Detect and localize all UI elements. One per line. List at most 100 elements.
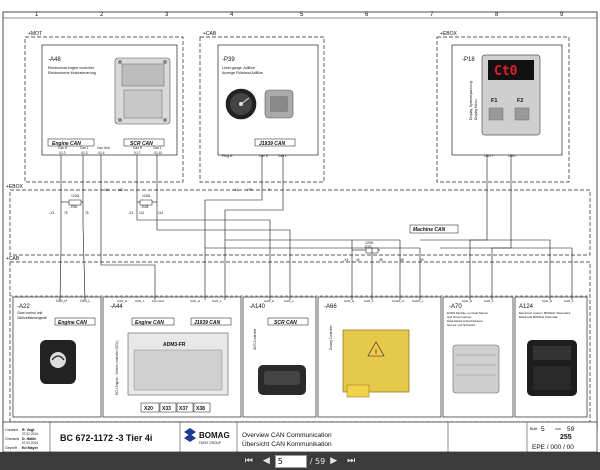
area-label: +MOT <box>28 31 42 37</box>
connector-pin: 279 <box>247 188 253 192</box>
next-page-button[interactable]: ▶ <box>330 456 338 466</box>
can-label-engine: Engine CAN <box>52 141 81 147</box>
pin-signal: Can L <box>153 146 162 150</box>
can-tag <box>190 317 232 326</box>
pin-conn: X1.10 <box>154 151 163 155</box>
can-label-j1939: J1939 CAN <box>259 141 286 147</box>
ref-a44: -A44 <box>110 304 123 310</box>
ref-a70: -A70 <box>449 304 462 310</box>
block-p18-frame <box>436 36 570 183</box>
sheet-number: 5 <box>541 426 545 433</box>
area-label: +CAB <box>6 256 20 262</box>
pin-conn: X1.2 <box>59 151 66 155</box>
pin-signal: CAN2_H <box>392 299 404 303</box>
document-ref: EPE / 000 / 00 <box>532 444 574 451</box>
can-overview-diagram: 1 2 3 4 5 6 7 8 9 +MOT -A48 Electronical… <box>2 11 598 452</box>
engine-controller-image <box>114 57 171 125</box>
created-date: 07.02.2014 <box>22 432 38 436</box>
pin-signal: CAN_H <box>264 299 274 303</box>
title-german: Übersicht CAN Kommunikation <box>242 440 332 448</box>
connector-ref: -X1 <box>128 211 134 215</box>
pin-signal: CAN_L <box>364 299 374 303</box>
connector-pin: 113 <box>139 211 144 215</box>
connector-pin: 9 <box>268 188 270 192</box>
bomag-logo-mark <box>184 434 196 442</box>
desc-a48-de: Elektronische Motorsteuerung <box>48 71 96 75</box>
can-tag <box>54 317 96 326</box>
connector-label: X20 <box>144 406 153 412</box>
pin-signal: CAN - <box>508 154 517 158</box>
a48-pins: Can H Can L Can Gnd Can H Can L X1.2 X1.… <box>58 146 163 155</box>
pin-conn: X1.4 <box>98 151 105 155</box>
sheet-label: Blatt <box>530 427 537 431</box>
desc-p39-en: Level gauge, AdBlue <box>222 66 255 70</box>
display-readout: Ct0 <box>494 64 518 79</box>
bomag-logo-mark <box>184 428 196 436</box>
pin-signal: CAN_H <box>462 299 472 303</box>
connector-pin: 44 <box>356 258 360 262</box>
page-total: / 59 <box>309 456 326 466</box>
desc-p18-de: Display Menu <box>474 99 478 120</box>
pin-signal: CAN_H <box>56 299 68 303</box>
component-a124 <box>514 296 588 418</box>
created-label: Created <box>5 428 18 432</box>
desc-a22-en: Glow control unit <box>17 311 42 315</box>
desc-a140: SCR-Controller <box>253 327 257 350</box>
model-title: BC 672-1172 -3 Tier 4i <box>60 433 152 443</box>
chip-label: ADM3-FR <box>163 342 186 348</box>
desc-a124: Elektronik BOMAG Telematik <box>519 315 558 319</box>
pin-signal: CAN_H <box>542 299 552 303</box>
created-by: R. Vogt <box>22 428 35 432</box>
resistor-value: 120Ω <box>71 194 80 198</box>
ref-a22: -A22 <box>17 304 30 310</box>
grid-num: 3 <box>165 12 169 18</box>
area-label: +EBOX <box>440 31 457 37</box>
last-page-button[interactable]: ⏭ <box>347 456 356 466</box>
can-tag <box>47 138 95 147</box>
grid-num: 2 <box>100 12 104 18</box>
desc-p18-en: Display, Systemspannung <box>469 81 473 120</box>
can-tag <box>131 317 175 326</box>
can-tag <box>409 224 459 234</box>
f1-key-label: F1 <box>491 98 497 104</box>
pin-signal: CAN2_L <box>412 299 424 303</box>
ref-a140: -A140 <box>249 304 266 310</box>
sheet-total: 59 <box>567 426 575 433</box>
can-wiring <box>59 155 573 301</box>
desc-a48-en: Electronical engine controller <box>48 66 95 70</box>
first-page-button[interactable]: ⏮ <box>244 456 253 466</box>
connector-pin: 114 <box>158 211 163 215</box>
cab-pin-labels: CAN_H CAN_L Can Gnd CAN_H CAN_L CAN_H CA… <box>117 299 574 303</box>
component-p18 <box>451 44 563 156</box>
pin-signal: CAN_L <box>484 299 494 303</box>
connector-pin: 111 <box>104 188 109 192</box>
previous-page-button[interactable]: ◀ <box>262 456 270 466</box>
connector-pin: 45 <box>379 258 383 262</box>
plug-label: Plug A <box>222 154 233 158</box>
pin-signal: CAN_L <box>135 299 145 303</box>
desc-a66: Dosing Controller <box>329 324 333 350</box>
component-a22 <box>12 296 102 418</box>
pin-signal: Can H <box>133 146 143 150</box>
vehicle-controller-image: ADM3-FR <box>127 332 229 396</box>
page-number: 255 <box>560 434 572 441</box>
ref-a66: -A66 <box>324 304 337 310</box>
checked-label: Checked <box>5 437 19 441</box>
desc-a70: Data Modul Antischiebeteil <box>447 319 483 323</box>
approved-label: Geprüft <box>5 446 17 450</box>
title-block: Created R. Vogt 07.02.2014 Checked D. Ha… <box>2 421 598 452</box>
resistor-ref: -R30 <box>70 205 77 209</box>
connector-pin: 75 <box>64 211 68 215</box>
page-number-input[interactable] <box>274 454 307 468</box>
component-a70 <box>442 296 514 418</box>
component-a48 <box>41 44 178 156</box>
scr-controller-image <box>258 365 306 395</box>
area-label: +CAB <box>203 31 217 37</box>
grid-num: 1 <box>35 12 39 18</box>
can-label-scr: SCR CAN <box>130 141 153 147</box>
ref-a124: A124 <box>519 304 534 310</box>
can-label: J1939 CAN <box>194 320 221 326</box>
desc-a70: and shovel sensor <box>447 315 471 319</box>
desc-a70: Sensor und Schaufel <box>447 323 475 327</box>
